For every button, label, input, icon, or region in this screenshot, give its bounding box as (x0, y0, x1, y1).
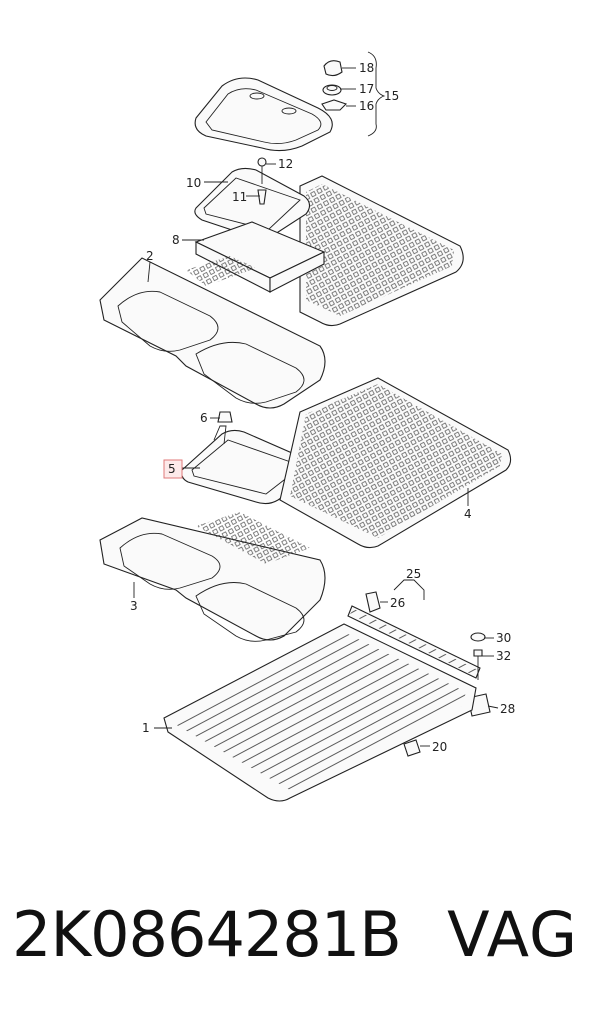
callout-18: 18 (359, 61, 374, 75)
cap-part-30 (470, 632, 486, 642)
callout-5: 5 (168, 462, 176, 476)
callout-20: 20 (432, 740, 447, 754)
callout-6: 6 (200, 411, 208, 425)
callout-26: 26 (390, 596, 405, 610)
storage-lid-part (194, 77, 333, 152)
callout-30: 30 (496, 631, 511, 645)
cap-part-18 (323, 60, 343, 77)
callout-4: 4 (464, 507, 472, 521)
callout-2: 2 (146, 249, 154, 263)
clip-part-11 (257, 189, 267, 205)
lower-tray-part-3 (99, 512, 326, 642)
callout-3: 3 (130, 599, 138, 613)
callout-5-highlight (163, 459, 183, 479)
clip-part-16 (321, 99, 348, 111)
tray-frame-part-10 (194, 167, 311, 239)
upper-floor-mat-part (299, 175, 464, 327)
leader-lines (133, 51, 499, 747)
floor-panel-part-1 (163, 623, 477, 802)
lower-floor-mat-part-4 (279, 377, 512, 549)
callout-12: 12 (278, 157, 293, 171)
tag-part-20 (403, 739, 421, 757)
nut-part-6 (217, 411, 233, 423)
part-footer: 2K0864281B VAG (0, 880, 600, 990)
callout-25: 25 (406, 567, 421, 581)
callout-8: 8 (172, 233, 180, 247)
callout-17: 17 (359, 82, 374, 96)
screw-part-12 (257, 157, 267, 184)
upper-tray-part-2 (99, 256, 326, 409)
callout-10: 10 (186, 176, 201, 190)
callout-15: 15 (384, 89, 399, 103)
part-number: 2K0864281B (12, 898, 402, 971)
sill-strip-part-25 (347, 605, 481, 679)
clip-part-26 (365, 591, 381, 613)
callout-11: 11 (232, 190, 247, 204)
callout-16: 16 (359, 99, 374, 113)
callout-1: 1 (142, 721, 150, 735)
grommet-part-17 (322, 84, 342, 96)
brand-name: VAG (447, 898, 578, 971)
callout-28: 28 (500, 702, 515, 716)
callout-32: 32 (496, 649, 511, 663)
